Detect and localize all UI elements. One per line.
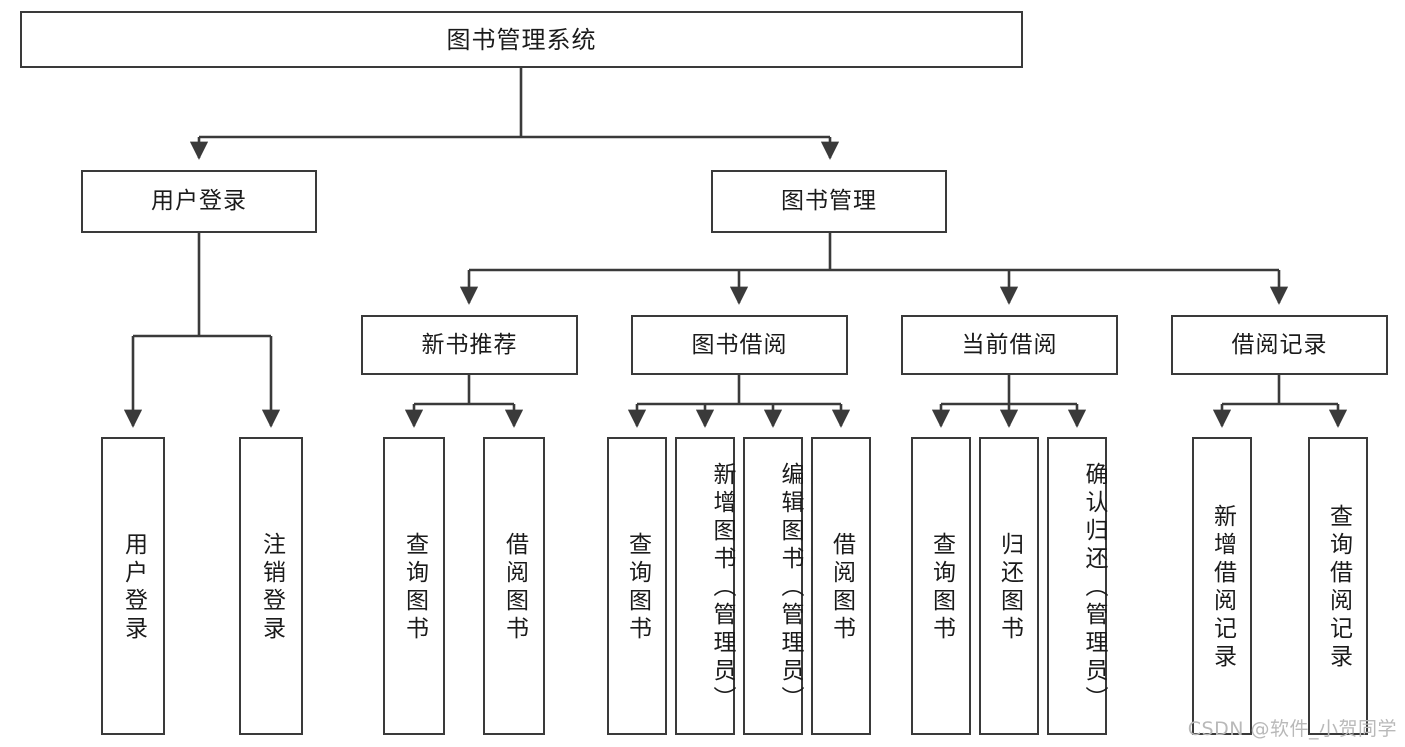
node-book-management[interactable]: 图书管理 (711, 170, 947, 233)
node-leaf-add-book[interactable]: 新增图书（管理员） (675, 437, 735, 735)
node-leaf-borrow-book-1[interactable]: 借阅图书 (483, 437, 545, 735)
node-current-borrow[interactable]: 当前借阅 (901, 315, 1118, 375)
watermark-text: CSDN @软件_小贺同学 (1187, 718, 1397, 740)
node-leaf-edit-book[interactable]: 编辑图书（管理员） (743, 437, 803, 735)
node-leaf-add-record[interactable]: 新增借阅记录 (1192, 437, 1252, 735)
node-user-login[interactable]: 用户登录 (81, 170, 317, 233)
node-book-borrow[interactable]: 图书借阅 (631, 315, 848, 375)
node-book-management-system[interactable]: 图书管理系统 (20, 11, 1023, 68)
node-leaf-logout[interactable]: 注销登录 (239, 437, 303, 735)
node-leaf-query-book-3[interactable]: 查询图书 (911, 437, 971, 735)
node-leaf-query-record[interactable]: 查询借阅记录 (1308, 437, 1368, 735)
node-leaf-query-book-2[interactable]: 查询图书 (607, 437, 667, 735)
node-leaf-return-book[interactable]: 归还图书 (979, 437, 1039, 735)
node-leaf-query-book-1[interactable]: 查询图书 (383, 437, 445, 735)
node-borrow-record[interactable]: 借阅记录 (1171, 315, 1388, 375)
node-leaf-user-login[interactable]: 用户登录 (101, 437, 165, 735)
node-leaf-borrow-book-2[interactable]: 借阅图书 (811, 437, 871, 735)
node-leaf-confirm-return[interactable]: 确认归还（管理员） (1047, 437, 1107, 735)
node-new-book-recommend[interactable]: 新书推荐 (361, 315, 578, 375)
